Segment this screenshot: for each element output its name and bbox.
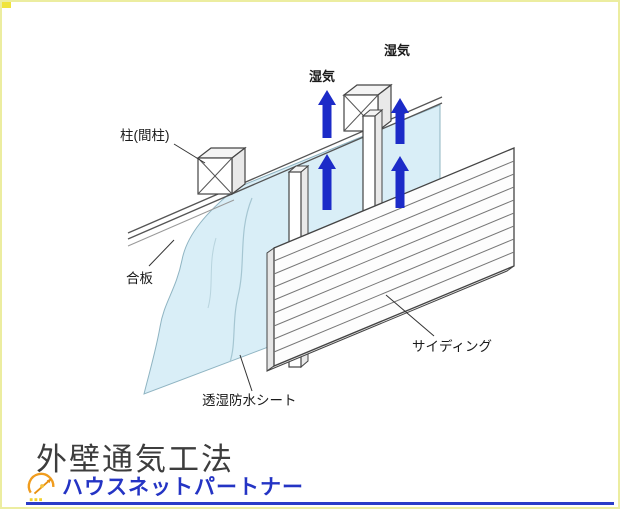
footer-rule — [26, 502, 614, 505]
sheet-fold-line-2 — [207, 237, 217, 309]
siding-leader-line — [385, 294, 435, 337]
moisture-label-right: 湿気 — [384, 43, 410, 58]
brand-row: ハウスネットパートナー — [26, 470, 304, 502]
stud-right-x-mark — [343, 94, 379, 132]
siding-left-thickness — [266, 247, 275, 372]
moisture-arrows — [318, 90, 409, 210]
up-arrow — [391, 156, 409, 208]
up-arrow — [318, 90, 336, 138]
sheet-label: 透湿防水シート — [202, 393, 297, 408]
siding-front-face — [273, 147, 515, 367]
wall-ventilation-diagram: 柱(間柱) 合板 透湿防水シート サイディング 湿気 湿気 — [120, 43, 515, 408]
plywood-edge-line — [127, 199, 235, 247]
rail-line-bottom — [127, 102, 443, 240]
sheet-leader-line — [239, 354, 253, 392]
corner-accent — [2, 2, 11, 8]
siding-label: サイディング — [412, 338, 492, 354]
moisture-label-left: 湿気 — [309, 69, 335, 84]
pillar-leader-line — [173, 143, 206, 164]
leader-lines — [148, 143, 435, 392]
sheet-fold-line — [229, 197, 253, 363]
stud-left — [196, 146, 247, 196]
up-arrow — [391, 98, 409, 144]
brand-name: ハウスネットパートナー — [62, 476, 304, 499]
stud-left-x-mark — [197, 157, 233, 195]
page-title: 外壁通気工法 — [36, 442, 234, 478]
compass-logo-icon — [27, 472, 55, 502]
up-arrow — [318, 154, 336, 210]
plywood-label: 合板 — [126, 271, 153, 286]
pillar-label: 柱(間柱) — [120, 128, 170, 143]
plywood-leader-line — [148, 239, 175, 267]
